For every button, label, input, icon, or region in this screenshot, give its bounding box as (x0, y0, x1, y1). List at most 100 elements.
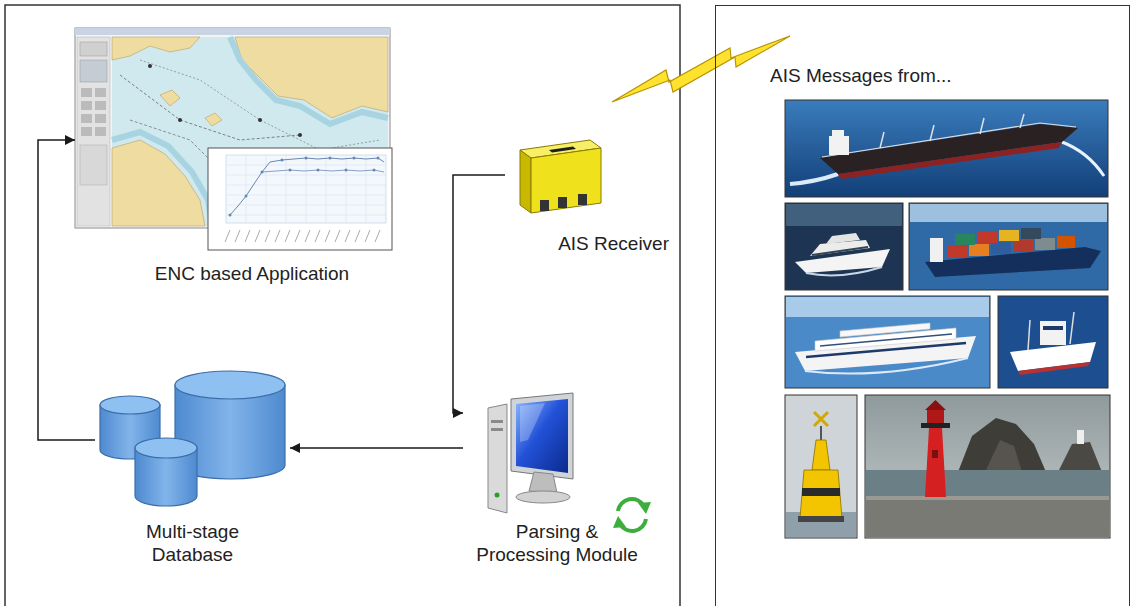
ais-receiver-icon (520, 150, 531, 213)
ferry-photo (785, 296, 990, 388)
radio-bolt (612, 36, 790, 102)
application-node: ENC based Application (75, 28, 397, 294)
node-label: Multi-stage Database (130, 520, 255, 568)
chart-popup (353, 157, 356, 160)
lighthouse-photo (985, 440, 1022, 472)
container-ship-photo (1021, 228, 1041, 239)
chart-popup (245, 195, 248, 198)
container-ship-photo (991, 242, 1011, 254)
enc-screenshot (80, 60, 107, 82)
chart-popup (289, 169, 292, 172)
lighthouse-photo (927, 410, 944, 423)
lighthouse-photo (865, 395, 1110, 538)
lighthouse-photo (925, 428, 946, 497)
fishing-vessel-photo (1043, 326, 1063, 330)
ferry-photo (840, 323, 930, 337)
receiver-node: AIS Receiver (505, 135, 675, 262)
enc-screenshot (235, 37, 388, 118)
container-ship-photo (910, 204, 1107, 222)
yacht-photo (786, 204, 902, 226)
container-ship-photo (1035, 238, 1055, 250)
container-ship-photo (977, 232, 997, 243)
yacht-photo (785, 203, 903, 290)
enc-screenshot (95, 88, 106, 97)
lighthouse-photo (866, 496, 1109, 500)
refresh-icon (613, 499, 651, 531)
ferry-photo (786, 297, 989, 317)
chart-popup (373, 169, 376, 172)
computer-icon (491, 420, 503, 423)
container-ship-photo (947, 246, 967, 258)
fishing-vessel-photo (1070, 312, 1074, 344)
bulk-carrier-photo (832, 130, 844, 137)
chart-popup (208, 148, 392, 250)
lighthouse-photo (958, 418, 1046, 472)
fishing-vessel-photo (998, 296, 1108, 388)
bulk-carrier-photo (785, 100, 1108, 197)
enc-screenshot (120, 75, 300, 140)
fishing-vessel-photo (1028, 320, 1030, 350)
fishing-vessel-photo (998, 296, 1108, 388)
computer-icon (491, 428, 503, 431)
buoy-photo (800, 470, 842, 518)
enc-screenshot (75, 28, 390, 228)
chart-popup (377, 157, 380, 160)
fishing-vessel-photo (1040, 321, 1066, 345)
bulk-carrier-photo (785, 100, 1108, 197)
ais-receiver-icon (558, 197, 567, 208)
enc-screenshot (205, 113, 222, 126)
buoy-photo (812, 440, 830, 470)
enc-screenshot (178, 118, 182, 122)
chart-popup (305, 157, 308, 160)
computer-icon (488, 404, 507, 513)
container-ship-photo (1057, 236, 1075, 248)
node-label: AIS Receiver (558, 232, 669, 256)
computer-icon (516, 399, 568, 473)
chart-popup (262, 170, 384, 172)
enc-screenshot (75, 28, 390, 228)
container-ship-photo (909, 203, 1108, 290)
node-label: ENC based Application (155, 262, 349, 286)
chart-popup (226, 155, 386, 223)
yacht-photo (812, 247, 868, 255)
enc-screenshot (160, 90, 180, 106)
chart-popup (225, 230, 380, 242)
enc-screenshot (148, 64, 152, 68)
container-ship-photo (909, 203, 1108, 290)
database-cylinders (100, 396, 160, 414)
bulk-carrier-photo (790, 174, 838, 184)
enc-screenshot (75, 28, 390, 35)
ais-receiver-icon (578, 194, 587, 205)
database-node: Multi-stage Database (95, 365, 290, 575)
computer-icon (495, 493, 500, 498)
enc-screenshot (80, 145, 107, 185)
enc-screenshot (81, 88, 92, 97)
bulk-carrier-photo (880, 114, 1024, 148)
chart-popup (281, 159, 284, 162)
computer-icon (529, 472, 557, 493)
enc-screenshot (81, 101, 92, 110)
flow-arrow (38, 140, 95, 440)
chart-popup (329, 157, 332, 160)
buoy-photo (785, 395, 857, 538)
database-cylinders (135, 438, 197, 458)
ferry-photo (785, 296, 990, 388)
enc-screenshot (298, 133, 302, 137)
buoy-photo (802, 488, 840, 496)
ferry-photo (820, 334, 952, 346)
database-cylinders (100, 371, 285, 506)
computer-icon (520, 403, 545, 442)
ferry-photo (805, 358, 968, 374)
container-ship-photo (999, 230, 1019, 241)
yacht-photo (810, 240, 870, 256)
container-ship-photo (969, 244, 989, 256)
chart-popup (229, 214, 232, 217)
lighthouse-photo (866, 496, 1109, 537)
left-panel-frame (5, 5, 680, 606)
computer-icon (516, 491, 570, 503)
bulk-carrier-photo (822, 123, 1076, 157)
enc-screenshot (258, 118, 262, 122)
fishing-vessel-photo (1018, 362, 1090, 375)
